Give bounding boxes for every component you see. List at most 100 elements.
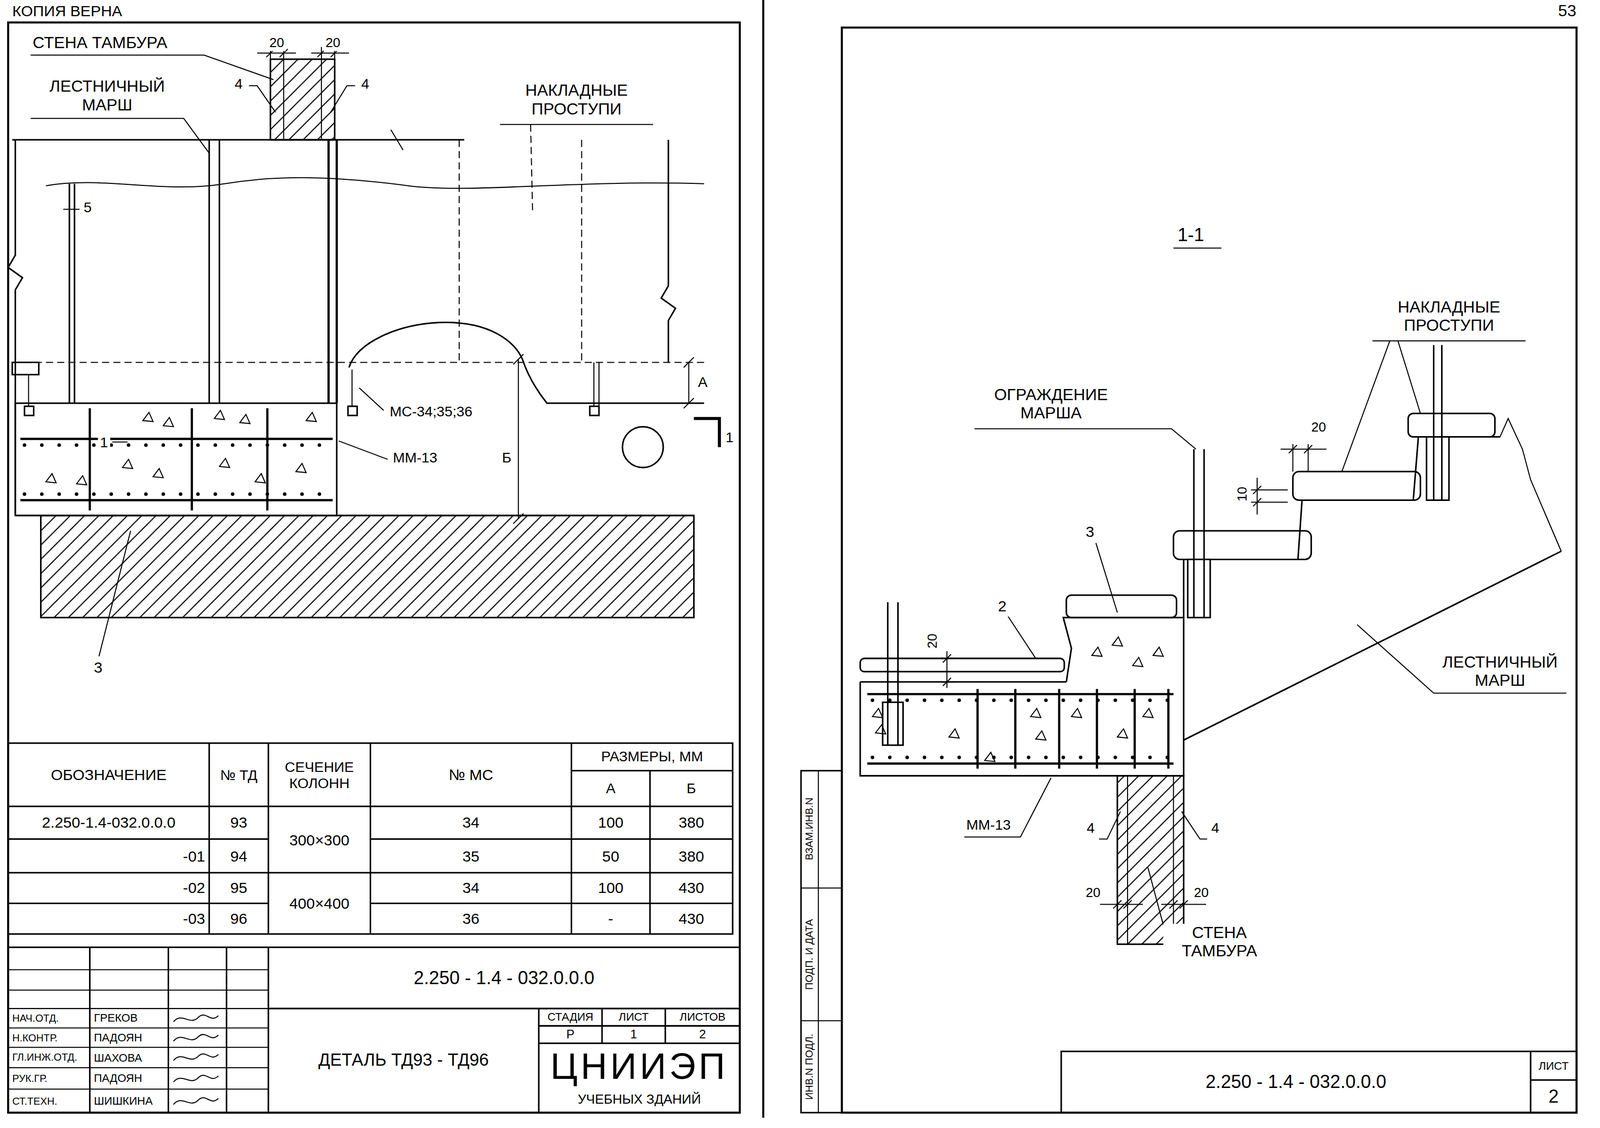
table-cell: 34 xyxy=(370,806,572,839)
callout-number: 4 xyxy=(1209,819,1222,836)
section-detail xyxy=(1341,340,1526,472)
section-detail xyxy=(1098,811,1208,839)
section-detail xyxy=(1356,624,1567,693)
plan-detail xyxy=(499,124,653,126)
table-cell: 93 xyxy=(209,806,269,839)
plan-detail xyxy=(41,515,695,618)
title-block-text: ЛИСТ xyxy=(1530,1051,1577,1080)
section-detail xyxy=(1426,436,1449,501)
dimension: 20 xyxy=(267,35,287,52)
sheet-frame xyxy=(8,22,740,1112)
plan-detail xyxy=(15,514,694,516)
title-block-text: ЛИСТОВ xyxy=(665,1008,740,1026)
table-cell: 400×400 xyxy=(268,872,371,934)
title-block-text: 2 xyxy=(1530,1079,1577,1112)
title-block-text: ПОДП. И ДАТА xyxy=(803,916,815,992)
dimension: 20 xyxy=(1083,885,1103,901)
dimension: Б xyxy=(499,449,514,466)
plan-detail xyxy=(46,177,705,189)
title-block-text: ЛИСТ xyxy=(602,1008,666,1026)
title-block-text: ШИШКИНА xyxy=(89,1088,169,1112)
section-detail xyxy=(1095,542,1117,613)
plan-detail xyxy=(459,139,582,363)
section-detail xyxy=(872,699,1174,757)
title-block-text: 1 xyxy=(602,1025,666,1043)
sheet-frame xyxy=(842,27,1577,1112)
callout-number: 5 xyxy=(81,198,94,216)
part-label: СТЕНА ТАМБУРА xyxy=(30,33,170,53)
callout-number: 2 xyxy=(995,596,1009,615)
spec-table xyxy=(8,742,733,934)
title-block-text: ШАХОВА xyxy=(89,1047,169,1068)
plan-detail xyxy=(249,85,356,112)
title-block xyxy=(268,1008,740,1113)
section-detail xyxy=(1127,775,1174,945)
section-detail xyxy=(1008,616,1036,659)
table-cell: СЕЧЕНИЕ КОЛОНН xyxy=(268,742,371,807)
table-cell: ОБОЗНАЧЕНИЕ xyxy=(8,742,210,807)
plan-detail xyxy=(30,118,210,154)
dimension: А xyxy=(695,373,710,390)
section-detail xyxy=(860,681,1067,683)
section-detail xyxy=(887,602,898,745)
table-cell: 380 xyxy=(650,838,733,873)
section-detail xyxy=(860,617,1184,776)
part-label: НАКЛАДНЫЕ ПРОСТУПИ xyxy=(499,81,653,119)
section-detail xyxy=(1499,418,1562,551)
side-stamp xyxy=(1061,1051,1577,1113)
table-cell: 2.250-1.4-032.0.0.0 xyxy=(8,806,210,839)
section-detail xyxy=(1117,775,1184,945)
plan-detail xyxy=(683,356,694,409)
title-block-text: ВЗАМ.ИНВ.N xyxy=(803,795,815,862)
side-stamp xyxy=(801,770,843,1113)
section-detail xyxy=(1193,449,1205,618)
table-cell: -01 xyxy=(8,838,210,873)
dimension: 20 xyxy=(1309,420,1329,436)
table-cell: -02 xyxy=(8,872,210,903)
callout-number: 4 xyxy=(232,75,245,92)
spec-table xyxy=(8,770,733,873)
section-detail xyxy=(1173,247,1222,249)
table-cell: 100 xyxy=(571,806,651,839)
section-detail xyxy=(1408,413,1495,437)
side-stamp xyxy=(1530,1051,1577,1113)
table-cell: 34 xyxy=(370,872,572,903)
title-block-text: ЦНИИЭП xyxy=(538,1045,740,1089)
plan-detail xyxy=(283,59,322,140)
title-block-text: НАЧ.ОТД. xyxy=(8,1008,90,1028)
part-label: МС-34;35;36 xyxy=(387,403,475,420)
plan-detail xyxy=(328,139,337,404)
part-label: ММ-13 xyxy=(390,449,440,466)
section-detail xyxy=(940,651,957,689)
sheet-note: 53 xyxy=(1555,2,1579,21)
table-cell: 35 xyxy=(370,838,572,873)
title-block-text: ПАДОЯН xyxy=(89,1027,169,1047)
callout-number: 1 xyxy=(97,433,110,451)
plan-detail xyxy=(12,361,704,363)
table-cell: 430 xyxy=(650,903,733,934)
plan-detail xyxy=(622,426,664,468)
title-block-text: 2.250 - 1.4 - 032.0.0.0 xyxy=(268,946,740,1009)
table-cell: 380 xyxy=(650,806,733,839)
section-detail xyxy=(1147,867,1164,925)
spec-table xyxy=(8,838,733,904)
title-block-text: ПАДОЯН xyxy=(89,1067,169,1089)
table-cell: № ТД xyxy=(209,742,269,807)
plan-detail xyxy=(390,129,404,150)
title-block-text: ГЛ.ИНЖ.ОТД. xyxy=(8,1047,90,1068)
callout-number: 1 xyxy=(723,428,736,445)
section-detail xyxy=(974,428,1196,449)
plan-detail xyxy=(530,124,533,215)
plan-detail xyxy=(661,139,676,363)
sheet-note: КОПИЯ ВЕРНА xyxy=(10,2,125,20)
section-detail xyxy=(1099,899,1207,908)
title-block xyxy=(173,1014,219,1104)
side-stamp xyxy=(801,770,843,1113)
table-cell: № МС xyxy=(370,742,572,807)
section-detail xyxy=(860,248,1567,944)
title-block xyxy=(8,969,269,1090)
title-block-text: СТ.ТЕХН. xyxy=(8,1088,90,1112)
section-detail xyxy=(1187,558,1211,618)
section-detail xyxy=(964,777,1051,837)
